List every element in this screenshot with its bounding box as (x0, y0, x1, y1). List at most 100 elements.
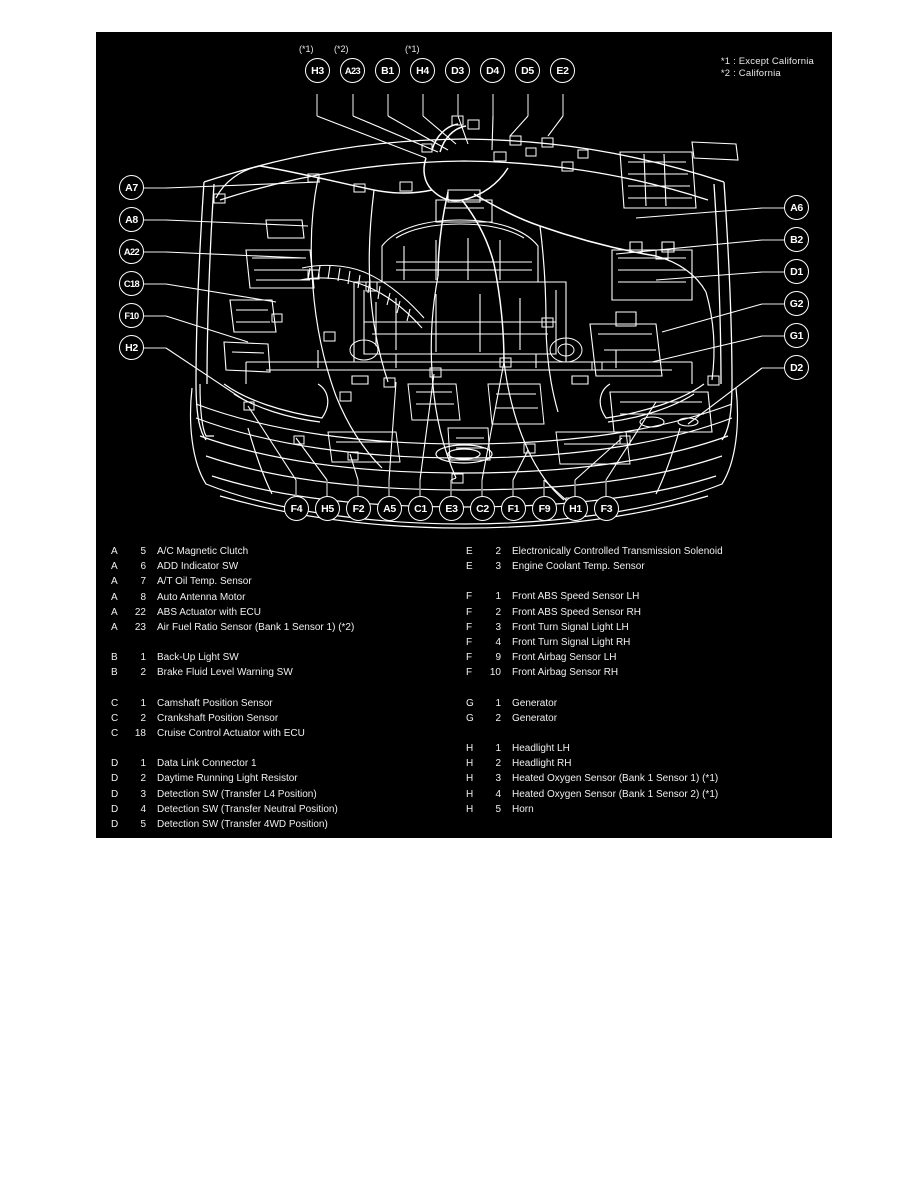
engine-diagram-panel: *1 : Except California *2 : California (… (96, 32, 832, 838)
callout-h3[interactable]: H3 (305, 58, 330, 83)
callout-a22[interactable]: A22 (119, 239, 144, 264)
legend-description: Detection SW (Transfer 4WD Position) (157, 819, 328, 831)
legend-number: 18 (134, 728, 146, 740)
callout-g2[interactable]: G2 (784, 291, 809, 316)
legend-type: E (466, 561, 473, 573)
legend-description: Daytime Running Light Resistor (157, 773, 298, 785)
legend-number: 10 (489, 667, 501, 679)
harness-branches (215, 165, 715, 501)
callout-d3[interactable]: D3 (445, 58, 470, 83)
callout-d5[interactable]: D5 (515, 58, 540, 83)
legend-type: E (466, 546, 473, 557)
legend-description: Camshaft Position Sensor (157, 697, 273, 709)
leader-stubs-top (316, 94, 564, 116)
callout-a8[interactable]: A8 (119, 207, 144, 232)
callout-c2[interactable]: C2 (470, 496, 495, 521)
legend-number: 6 (140, 561, 146, 573)
legend-type: H (466, 758, 474, 770)
callout-d4[interactable]: D4 (480, 58, 505, 83)
callout-f9[interactable]: F9 (532, 496, 557, 521)
legend-number: 1 (495, 697, 501, 709)
harness-connectors (213, 115, 720, 507)
legend-number: 2 (140, 773, 146, 785)
callout-h2[interactable]: H2 (119, 335, 144, 360)
legend-spacer (111, 741, 451, 756)
relay-box (619, 141, 739, 209)
callout-d1[interactable]: D1 (784, 259, 809, 284)
legend-description: Heated Oxygen Sensor (Bank 1 Sensor 2) (… (512, 788, 719, 800)
reservoir (589, 311, 663, 377)
callout-f3[interactable]: F3 (594, 496, 619, 521)
legend-type: G (466, 697, 474, 709)
legend-row: D 5 Detection SW (Transfer 4WD Position) (111, 817, 451, 832)
legend-spacer (466, 574, 816, 589)
callout-a7[interactable]: A7 (119, 175, 144, 200)
callout-c1[interactable]: C1 (408, 496, 433, 521)
legend-number: 5 (140, 819, 146, 831)
legend-description: Heated Oxygen Sensor (Bank 1 Sensor 1) (… (512, 773, 719, 785)
legend-number: 23 (134, 622, 146, 634)
leader-stubs-left (144, 187, 166, 349)
callout-h4[interactable]: H4 (410, 58, 435, 83)
aux-component-left (223, 219, 305, 373)
california-note-block: *1 : Except California *2 : California (721, 56, 814, 79)
legend-row: G 1 Generator (466, 696, 816, 711)
legend-type: A (111, 546, 118, 557)
callout-f4[interactable]: F4 (284, 496, 309, 521)
legend-description: Front ABS Speed Sensor LH (512, 591, 640, 603)
legend-type: C (111, 697, 119, 709)
harness-main-trunk (259, 123, 657, 363)
legend-number: 1 (495, 743, 501, 755)
callout-h5[interactable]: H5 (315, 496, 340, 521)
callout-f10[interactable]: F10 (119, 303, 144, 328)
legend-type: H (466, 788, 474, 800)
legend-number: 2 (140, 667, 146, 679)
legend-type: A (111, 606, 118, 618)
legend-spacer (466, 681, 816, 696)
callout-a23[interactable]: A23 (340, 58, 365, 83)
callout-b2[interactable]: B2 (784, 227, 809, 252)
callout-d2[interactable]: D2 (784, 355, 809, 380)
callout-a5[interactable]: A5 (377, 496, 402, 521)
legend-number: 1 (140, 697, 146, 709)
callout-a6[interactable]: A6 (784, 195, 809, 220)
callout-g1[interactable]: G1 (784, 323, 809, 348)
callout-e3[interactable]: E3 (439, 496, 464, 521)
callout-e2[interactable]: E2 (550, 58, 575, 83)
callout-b1[interactable]: B1 (375, 58, 400, 83)
callout-h1[interactable]: H1 (563, 496, 588, 521)
legend-type: D (111, 758, 119, 770)
legend-description: Detection SW (Transfer Neutral Position) (157, 803, 338, 815)
legend-number: 3 (495, 561, 501, 573)
legend-description: Generator (512, 697, 558, 709)
legend-description: Detection SW (Transfer L4 Position) (157, 788, 317, 800)
legend-description: Horn (512, 803, 534, 815)
legend-description: Data Link Connector 1 (157, 758, 257, 770)
legend-number: 2 (495, 606, 501, 618)
legend-description: Front Turn Signal Light RH (512, 637, 631, 649)
callout-c18[interactable]: C18 (119, 271, 144, 296)
legend-number: 9 (495, 652, 501, 664)
callout-f2[interactable]: F2 (346, 496, 371, 521)
callout-f1[interactable]: F1 (501, 496, 526, 521)
legend-description: Crankshaft Position Sensor (157, 712, 279, 724)
note-line-1: *1 : Except California (720, 56, 814, 67)
legend-type: B (111, 652, 118, 664)
legend-type: D (111, 819, 119, 831)
legend-description: Front Turn Signal Light LH (512, 621, 629, 633)
legend-type: F (466, 667, 473, 679)
legend-description: Electronically Controlled Transmission S… (512, 546, 723, 557)
